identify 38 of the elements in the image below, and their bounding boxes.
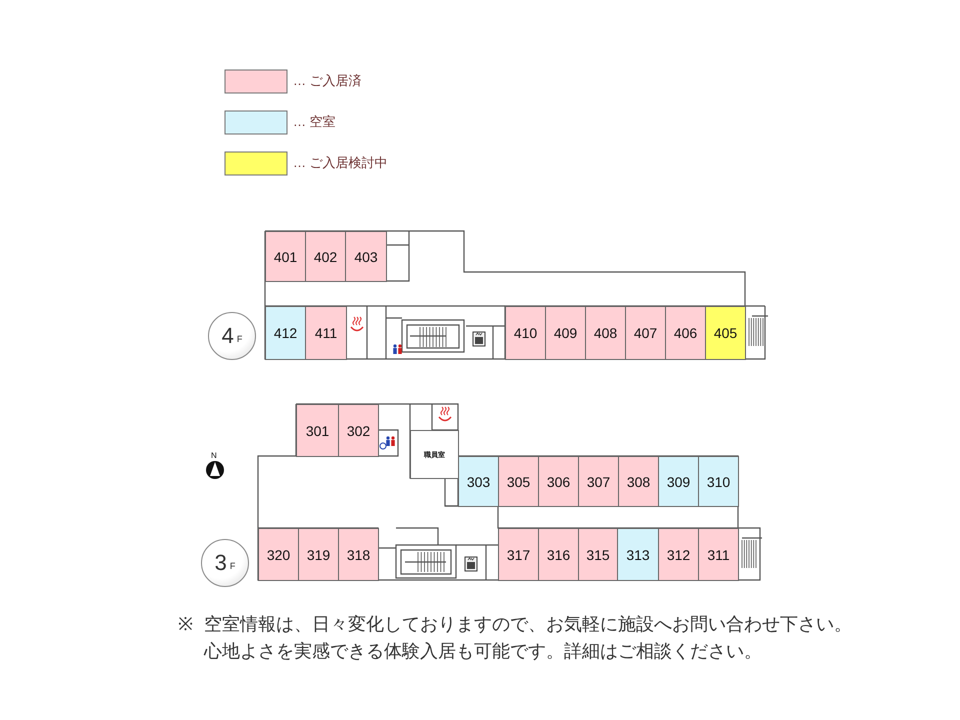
note-mark: ※: [178, 616, 193, 634]
room-box: 407: [625, 306, 666, 360]
room-box: 411: [305, 306, 347, 360]
room-box: 301: [296, 404, 339, 457]
room-box: 302: [338, 404, 379, 457]
floor-badge: 4 F: [208, 312, 256, 360]
room-box: 403: [345, 231, 387, 282]
compass-label: N: [211, 452, 217, 460]
room-box: 307: [578, 456, 619, 507]
room-box: 406: [665, 306, 706, 360]
room-box: 318: [338, 528, 379, 581]
room-box: 319: [298, 528, 339, 581]
room-box: 308: [618, 456, 659, 507]
room-box: 310: [698, 456, 739, 507]
room-box: 305: [498, 456, 539, 507]
legend-label: … ご入居検討中: [293, 156, 388, 169]
room-box: 309: [658, 456, 699, 507]
floor-badge: 3 F: [201, 539, 249, 587]
room-box: 311: [698, 528, 739, 581]
room-box: 313: [617, 528, 659, 581]
note-text: 空室情報は、日々変化しておりますので、お気軽に施設へお問い合わせ下さい。: [204, 616, 852, 634]
legend-label: … 空室: [293, 115, 336, 128]
room-box: 402: [305, 231, 346, 282]
room-box: 317: [498, 528, 539, 581]
room-box: 320: [258, 528, 299, 581]
room-box: 303: [458, 456, 499, 507]
room-box: 316: [538, 528, 579, 581]
room-box: 408: [585, 306, 626, 360]
room-box: 409: [545, 306, 586, 360]
room-box: 412: [265, 306, 306, 360]
room-box: 306: [538, 456, 579, 507]
room-box: 401: [265, 231, 306, 282]
room-box: 405: [705, 306, 746, 360]
room-box: 410: [505, 306, 546, 360]
room-box: 312: [658, 528, 699, 581]
room-box: 315: [578, 528, 618, 581]
legend-label: … ご入居済: [293, 74, 362, 87]
note-text: 心地よさを実感できる体験入居も可能です。詳細はご相談ください。: [204, 643, 762, 661]
